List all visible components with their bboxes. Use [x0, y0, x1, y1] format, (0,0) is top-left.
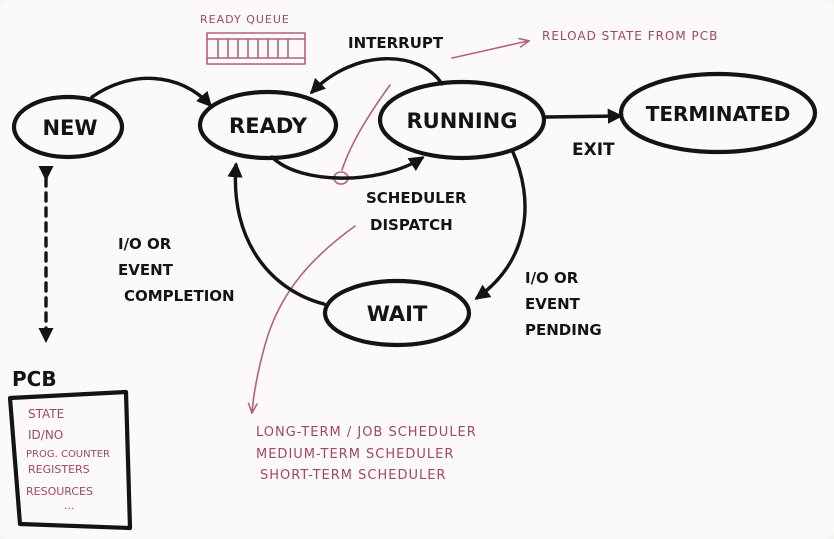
pcb-field-state: STATE	[28, 407, 64, 421]
state-new: NEW	[11, 94, 125, 160]
scheduler-pointer-line	[252, 225, 356, 412]
reload-arrow	[451, 41, 528, 59]
arrow-dispatch	[270, 155, 425, 180]
pcb-title: PCB	[12, 367, 57, 391]
label-io-pending-3: PENDING	[525, 321, 602, 339]
state-ready: READY	[197, 89, 339, 161]
state-new-label: NEW	[42, 116, 97, 140]
label-io-completion-1: I/O OR	[118, 235, 172, 253]
ready-queue-box	[206, 32, 306, 65]
state-wait-label: WAIT	[367, 302, 428, 326]
arrow-interrupt	[309, 57, 444, 95]
label-io-pending-2: EVENT	[525, 295, 581, 313]
dispatch-pointer-line	[341, 84, 391, 171]
pcb-field-id: ID/NO	[28, 428, 63, 442]
state-running: RUNNING	[377, 79, 547, 161]
pcb-field-prog-counter: PROG. COUNTER	[26, 449, 110, 460]
label-scheduler-dispatch-1: SCHEDULER	[366, 189, 467, 207]
pcb-box	[7, 389, 133, 531]
arrow-exit	[544, 108, 624, 124]
state-terminated: TERMINATED	[618, 71, 818, 155]
pcb-field-more: ...	[64, 499, 75, 512]
scheduler-medium-term: MEDIUM-TERM SCHEDULER	[256, 447, 454, 462]
state-terminated-label: TERMINATED	[646, 102, 791, 126]
state-running-label: RUNNING	[407, 109, 518, 133]
label-exit: EXIT	[572, 140, 615, 160]
label-io-pending-1: I/O OR	[525, 269, 579, 287]
label-io-completion-3: COMPLETION	[124, 287, 235, 305]
label-scheduler-dispatch-2: DISPATCH	[370, 216, 453, 234]
pcb-field-resources: RESOURCES	[26, 485, 93, 498]
reload-note: RELOAD STATE FROM PCB	[542, 29, 718, 43]
state-ready-label: READY	[229, 114, 308, 138]
pcb-field-registers: REGISTERS	[28, 463, 90, 476]
scheduler-long-term: LONG-TERM / JOB SCHEDULER	[256, 425, 477, 440]
arrow-running-to-wait	[474, 148, 527, 300]
label-io-completion-2: EVENT	[118, 261, 174, 279]
state-wait: WAIT	[322, 278, 472, 348]
scheduler-short-term: SHORT-TERM SCHEDULER	[260, 468, 446, 483]
label-interrupt: INTERRUPT	[348, 34, 444, 52]
arrow-new-to-ready	[90, 76, 213, 108]
ready-queue-label: READY QUEUE	[200, 13, 290, 26]
arrow-wait-to-ready	[227, 161, 326, 306]
